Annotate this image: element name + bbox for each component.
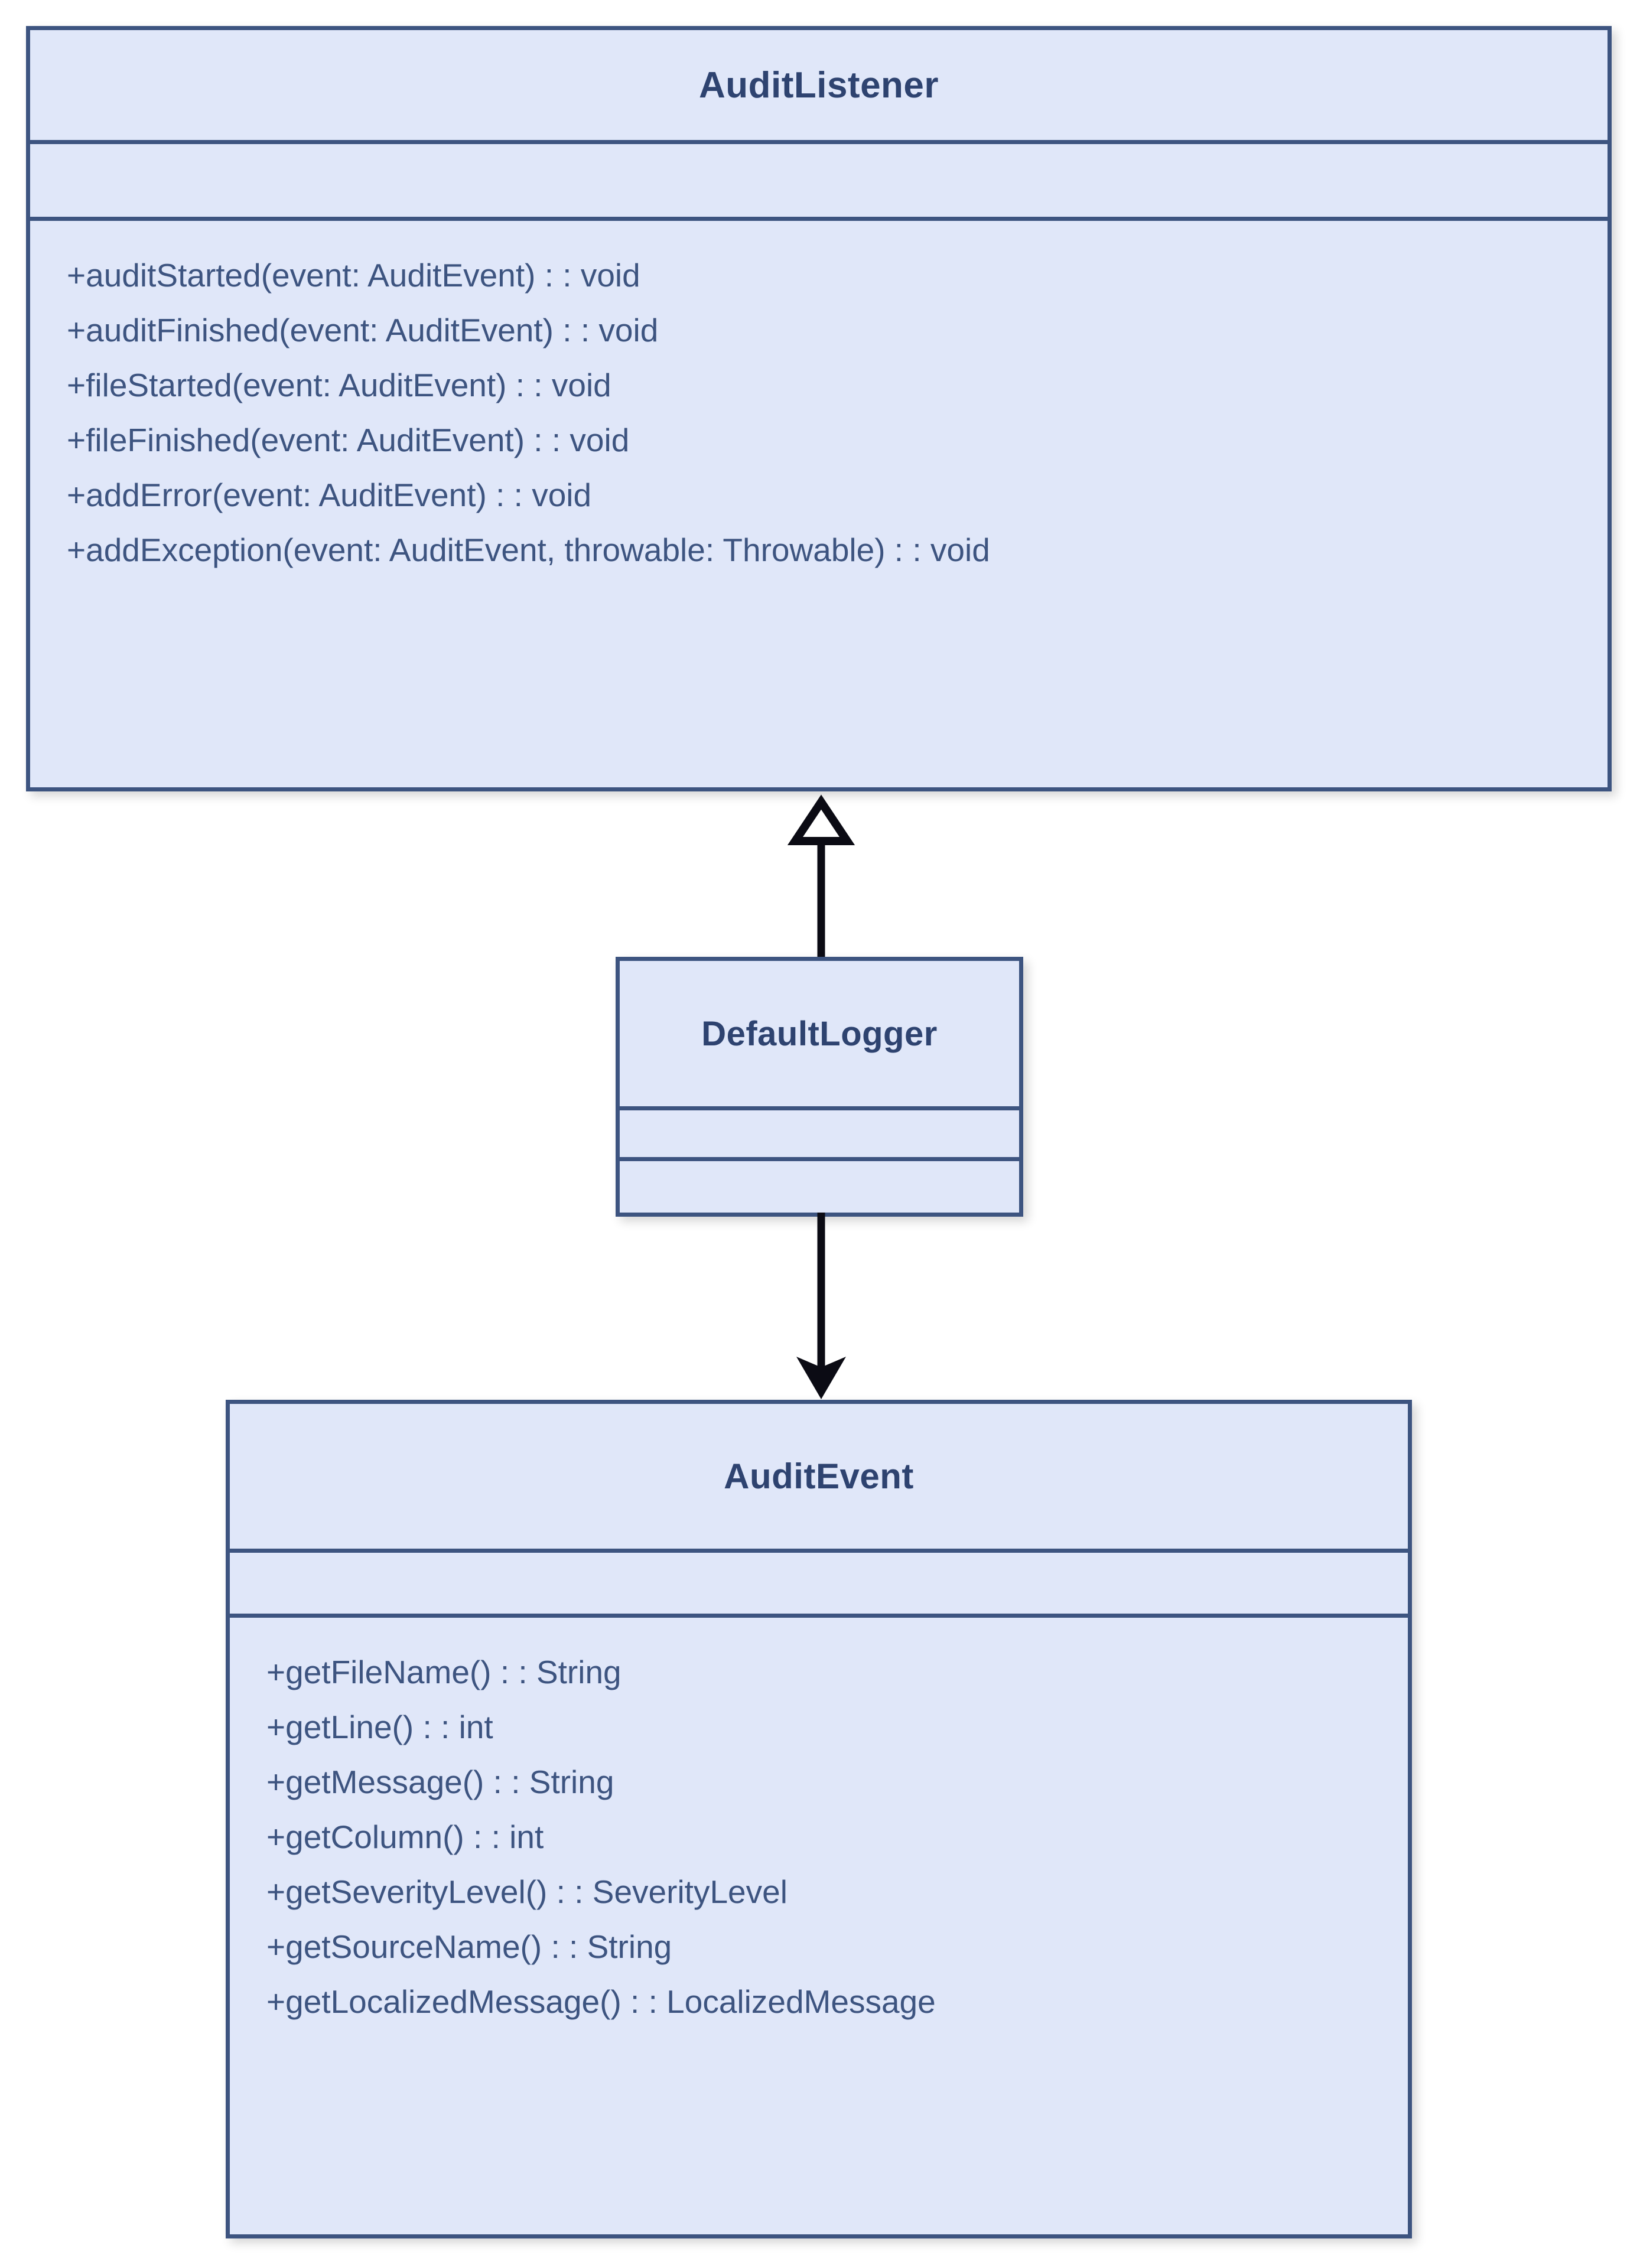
uml-class-defaultlogger[interactable]: DefaultLogger [616,957,1023,1217]
attributes-compartment-defaultlogger [620,1106,1019,1157]
method-row: +auditFinished(event: AuditEvent) : : vo… [67,311,659,348]
method-row: +fileFinished(event: AuditEvent) : : voi… [67,421,630,458]
class-title-auditevent: AuditEvent [724,1456,914,1496]
attributes-compartment-auditevent [230,1549,1408,1614]
method-row: +getLocalizedMessage() : : LocalizedMess… [266,1983,936,2020]
method-row: +getColumn() : : int [266,1818,544,1855]
attributes-compartment-auditlistener [30,140,1608,217]
methods-compartment-auditevent: +getFileName() : : String +getLine() : :… [230,1614,1408,2029]
methods-compartment-defaultlogger [620,1157,1019,1209]
generalization-arrow-defaultlogger-to-auditlistener [786,789,857,960]
uml-class-auditevent[interactable]: AuditEvent +getFileName() : : String +ge… [226,1400,1412,2238]
method-row: +addException(event: AuditEvent, throwab… [67,531,990,568]
uml-class-auditlistener[interactable]: AuditListener +auditStarted(event: Audit… [26,26,1612,791]
method-row: +auditStarted(event: AuditEvent) : : voi… [67,257,640,294]
method-row: +getSeverityLevel() : : SeverityLevel [266,1873,788,1910]
association-arrow-defaultlogger-to-auditevent [786,1213,857,1402]
class-title-defaultlogger: DefaultLogger [701,1014,938,1053]
method-row: +addError(event: AuditEvent) : : void [67,476,592,513]
method-row: +fileStarted(event: AuditEvent) : : void [67,366,611,403]
method-row: +getMessage() : : String [266,1763,614,1800]
method-row: +getSourceName() : : String [266,1928,672,1965]
class-title-auditlistener: AuditListener [698,64,939,106]
method-row: +getFileName() : : String [266,1654,621,1690]
methods-compartment-auditlistener: +auditStarted(event: AuditEvent) : : voi… [30,217,1608,578]
method-row: +getLine() : : int [266,1708,493,1745]
